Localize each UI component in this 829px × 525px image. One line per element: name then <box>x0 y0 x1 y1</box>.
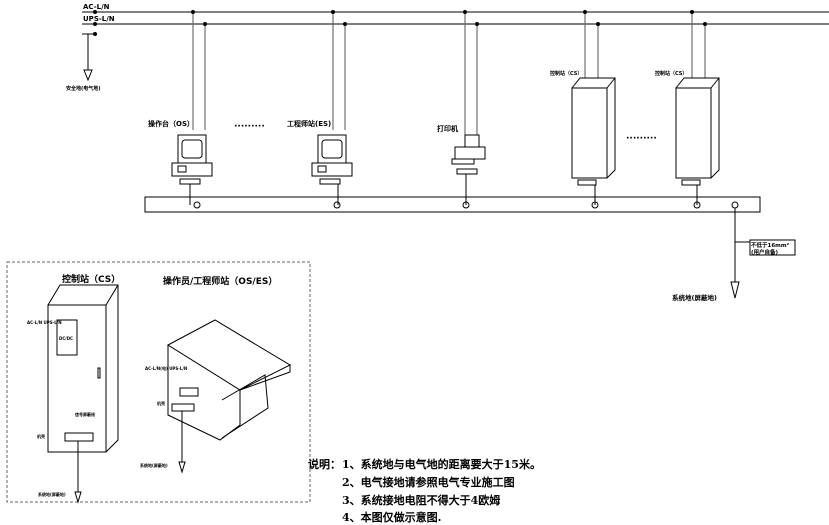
wire-note: (用户自备) <box>751 248 779 256</box>
wire-spec-box <box>749 239 796 256</box>
safety-ground-icon <box>83 69 93 82</box>
es-computer-icon <box>311 134 353 205</box>
station-drops <box>192 12 706 135</box>
cs-psu-label: DC/DC <box>59 336 73 341</box>
os-ground-label: 系统地(屏蔽地) <box>140 462 168 468</box>
detail-frame <box>6 261 311 503</box>
os-label: 操作台（OS） <box>148 119 194 128</box>
ground-bus-bar <box>144 196 761 213</box>
oses-detail-title: 操作员/工程师站（OS/ES） <box>163 275 277 287</box>
note-4: 4、本图仅做示意图. <box>342 511 442 524</box>
notes-heading: 说明： <box>308 458 341 471</box>
note-1: 1、系统地与电气地的距离要大于15米。 <box>342 458 541 471</box>
printer-icon <box>451 134 486 205</box>
printer-label: 打印机 <box>437 124 458 133</box>
cs-chassis-label: 机壳 <box>37 433 45 439</box>
ellipsis-2: ········· <box>626 134 657 144</box>
wire-spec: 不低于16mm² <box>751 241 790 249</box>
cs-detail-title: 控制站（CS） <box>62 273 120 285</box>
os-detail-desk-icon <box>167 319 292 474</box>
system-ground-label: 系统地(屏蔽地) <box>672 293 717 302</box>
os-chassis-label: 机壳 <box>157 400 165 406</box>
es-label: 工程师站(ES) <box>287 119 331 128</box>
cs2-cabinet-icon <box>675 77 720 205</box>
os-computer-icon <box>171 134 213 205</box>
ellipsis: ········· <box>234 122 265 132</box>
ac-label: AC-L/N <box>83 3 110 11</box>
system-ground-icon <box>730 281 740 299</box>
os-power-label: AC-L/N(电) UPS-L/N <box>145 365 187 371</box>
cs-signal-label: 信号屏蔽线 <box>75 411 95 417</box>
cs1-label: 控制站（CS） <box>550 70 582 77</box>
note-2: 2、电气接地请参照电气专业施工图 <box>342 476 515 489</box>
cs2-label: 控制站（CS） <box>655 70 687 77</box>
cs-detail-cabinet-icon <box>47 284 119 504</box>
note-3: 3、系统接地电阻不得大于4欧姆 <box>342 494 501 507</box>
cs-power-label: AC-L/N UPS-L/N <box>27 320 62 325</box>
ups-label: UPS-L/N <box>83 15 115 23</box>
cs-ground-label: 系统地(屏蔽地) <box>38 491 66 497</box>
safety-ground-label: 安全地(电气地) <box>66 85 101 92</box>
cs1-cabinet-icon <box>571 77 616 205</box>
